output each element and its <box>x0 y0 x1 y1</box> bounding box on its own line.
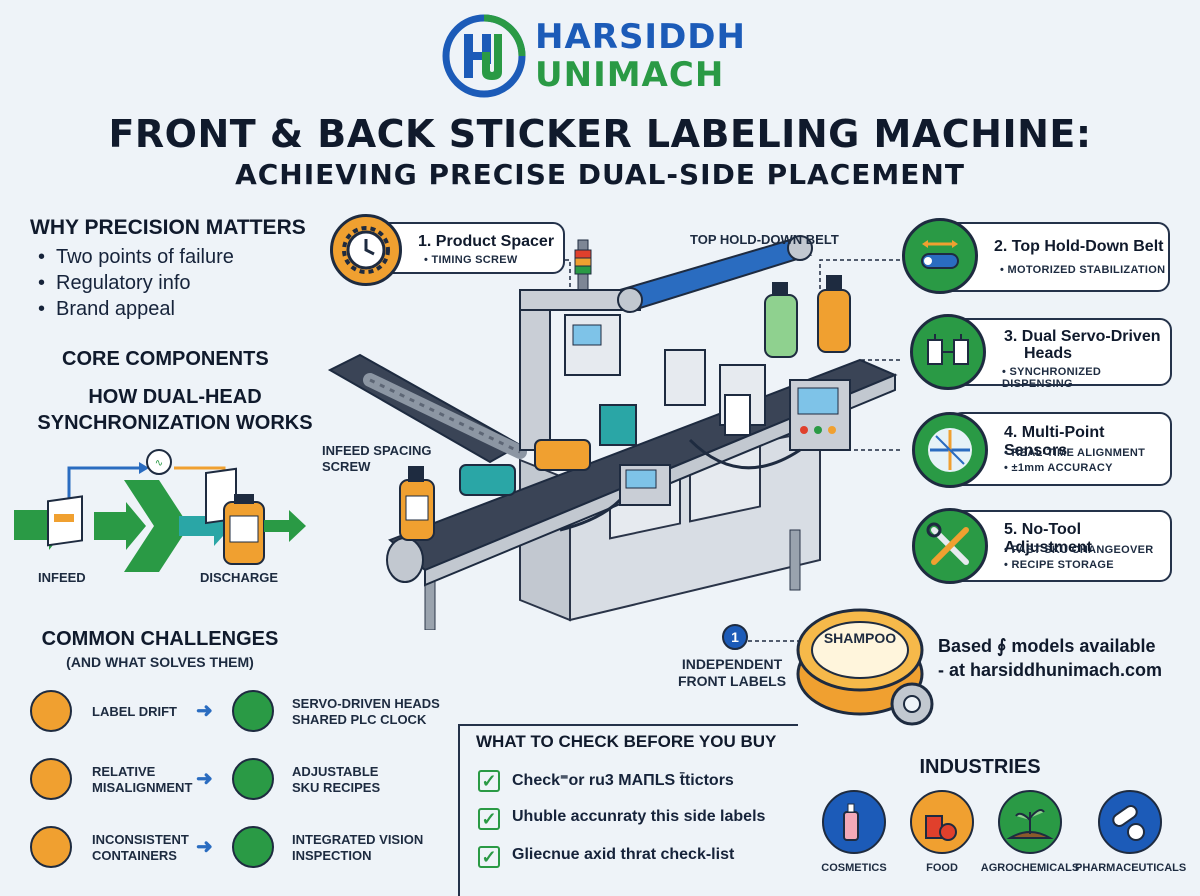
main-title-line-1: FRONT & BACK STICKER LABELING MACHINE: <box>108 112 1092 156</box>
step-number-badge: 1 <box>722 624 748 650</box>
infeed-screw-label-line-2: SCREW <box>322 459 371 474</box>
gear-clock-icon <box>330 214 402 286</box>
industry-label: COSMETICS <box>821 862 887 874</box>
arrow-right-icon: ➜ <box>196 836 213 858</box>
callout-title-line-1: 3. Dual Servo-Driven <box>1004 328 1161 345</box>
logo-line-2: UNIMACH <box>535 55 725 95</box>
roll-label-text: SHAMPOO <box>823 630 897 646</box>
product-box <box>599 404 637 446</box>
checkbox-icon: ✓ <box>478 770 500 792</box>
sync-arrow-top-left <box>67 466 139 510</box>
checkbox-icon: ✓ <box>478 846 500 868</box>
arrow-right-icon: ➜ <box>196 768 213 790</box>
why-list: •Two points of failure •Regulatory info … <box>38 244 234 322</box>
wrench-screwdriver-icon <box>912 508 988 584</box>
discharge-label: DISCHARGE <box>200 570 279 585</box>
sync-heading-line-2: SYNCHRONIZATION WORKS <box>37 412 313 434</box>
industry-label: AGROCHEMICALS <box>980 862 1080 874</box>
callout-sub: • MOTORIZED STABILIZATION <box>1000 264 1166 276</box>
sync-diagram: ∿ <box>14 449 306 572</box>
front-labels-line-1: INDEPENDENT <box>681 656 783 672</box>
label-drift-icon <box>30 690 72 732</box>
servo-gear-icon <box>232 690 274 732</box>
callout-sub: • FAST SKU CHANGEOVER • RECIPE STORAGE <box>1004 544 1154 571</box>
arrow-right-icon: ➜ <box>196 700 213 722</box>
logo-wordmark: HARSIDDH UNIMACH <box>535 20 746 92</box>
front-labels-caption: INDEPENDENT FRONT LABELS <box>672 656 792 690</box>
vision-eye-icon <box>232 826 274 868</box>
challenges-subheading: (AND WHAT SOLVES THEM) <box>66 654 254 670</box>
why-item: •Regulatory info <box>38 272 191 294</box>
sync-clock-icon <box>146 449 172 475</box>
industry-label: PHARMACEUTICALS <box>1075 862 1187 874</box>
checkbox-icon: ✓ <box>478 808 500 830</box>
product-bottle-green <box>764 294 798 358</box>
why-item: •Two points of failure <box>38 246 234 268</box>
industry-glyphs <box>843 803 1145 841</box>
models-link[interactable]: - at harsiddhunimach.com <box>938 660 1163 680</box>
callout-top-hold-down-belt: 2. Top Hold-Down Belt • MOTORIZED STABIL… <box>940 222 1170 292</box>
models-line-1: Based ∮ models available <box>938 636 1156 656</box>
svg-text:∿: ∿ <box>155 458 163 469</box>
checklist-item: Uhuble accunraty this side labels <box>512 808 766 825</box>
callout-title: 4. Multi-Point Sensors <box>1004 424 1105 459</box>
flow-arrow <box>264 510 306 542</box>
models-note: Based ∮ models available - at harsiddhun… <box>938 634 1162 682</box>
sensor-icon <box>912 412 988 488</box>
recipe-screen-icon <box>232 758 274 800</box>
callout-title: 2. Top Hold-Down Belt <box>994 238 1164 255</box>
hu-logo-icon <box>442 14 526 98</box>
callout-sub: • SYNCHRONIZED DISPENSING <box>1002 366 1102 390</box>
flow-arrow <box>94 502 146 550</box>
logo-line-1: HARSIDDH <box>535 17 746 57</box>
main-title-line-2: ACHIEVING PRECISE DUAL-SIDE PLACEMENT <box>235 158 965 191</box>
callout-title: 1. Product Spacer <box>418 233 555 250</box>
misalignment-icon <box>30 758 72 800</box>
belt-icon <box>902 218 978 294</box>
checklist-item: Gliecnue axid thrat check-list <box>512 846 735 863</box>
checklist-item: Check⁼or ru3 MAΠLS t̄tictors <box>512 772 734 789</box>
why-heading: WHY PRECISION MATTERS <box>30 216 306 239</box>
servo-heads-icon <box>910 314 986 390</box>
infeed-screw-label: INFEED SPACING SCREW <box>322 443 432 475</box>
labeling-machine-illustration <box>327 235 900 630</box>
callout-title: 5. No-Tool Adjustment <box>1004 521 1092 556</box>
merge-chevron <box>124 480 189 572</box>
infeed-screw-label-line-1: INFEED SPACING <box>322 443 432 458</box>
sync-heading-line-1: HOW DUAL-HEAD <box>88 386 262 408</box>
callout-title: 3. Dual Servo-Driven Heads <box>1004 328 1161 362</box>
pharmaceuticals-icon <box>1098 790 1162 854</box>
product-tin <box>459 464 516 496</box>
infeed-label: INFEED <box>38 570 86 585</box>
containers-icon <box>30 826 72 868</box>
checklist-heading: WHAT TO CHECK BEFORE YOU BUY <box>476 732 777 751</box>
timing-screw <box>363 373 527 459</box>
why-item: •Brand appeal <box>38 298 175 320</box>
sync-heading: HOW DUAL-HEAD SYNCHRONIZATION WORKS <box>30 384 320 436</box>
product-bottle-orange <box>817 289 851 353</box>
industries-heading: INDUSTRIES <box>919 756 1041 778</box>
callout-title-line-2: Heads <box>1024 345 1073 362</box>
callout-dual-servo-heads: 3. Dual Servo-Driven Heads • SYNCHRONIZE… <box>950 318 1172 390</box>
industry-label: FOOD <box>926 862 958 874</box>
sync-arrow-head <box>139 462 149 474</box>
labeling-head-right <box>664 349 706 406</box>
product-tin <box>534 439 591 471</box>
brand-logo: HARSIDDH UNIMACH <box>440 14 770 98</box>
challenges-heading: COMMON CHALLENGES <box>41 628 279 650</box>
checklist-panel <box>458 724 798 896</box>
challenge-problem: LABEL DRIFT <box>92 704 177 719</box>
top-belt-label: TOP HOLD-DOWN BELT <box>690 232 839 247</box>
core-heading: CORE COMPONENTS <box>62 348 269 370</box>
callout-sub: • TIMING SCREW <box>424 254 518 266</box>
front-labels-line-2: FRONT LABELS <box>677 673 787 689</box>
callout-sub: • REAL-TIME ALIGNMENT • ±1mm ACCURACY <box>1004 447 1146 474</box>
label-roll-icon <box>796 608 934 726</box>
